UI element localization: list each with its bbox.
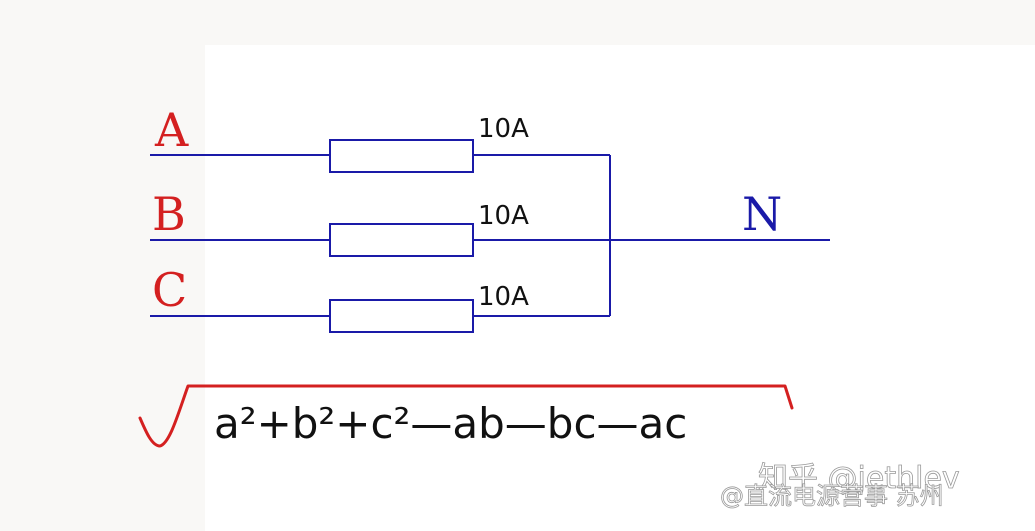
current-label-b: 10A <box>478 201 529 231</box>
phase-label-a: A <box>154 103 189 157</box>
branch-a: A 10A <box>150 103 610 173</box>
neutral-label: N <box>742 187 782 241</box>
branch-b: B 10A <box>150 187 610 257</box>
watermark-line-1: 知乎 @jethlev <box>758 461 960 496</box>
current-label-a: 10A <box>478 114 529 144</box>
radical-sign <box>138 384 794 448</box>
watermark-line-2: @直流电源营事 苏州 <box>720 482 944 510</box>
branch-c: C 10A <box>150 263 610 333</box>
formula-expression: a²+b²+c²—ab—bc—ac <box>214 399 687 448</box>
drawing-area <box>205 45 1035 531</box>
current-label-c: 10A <box>478 282 529 312</box>
phase-label-c: C <box>152 263 187 317</box>
phase-label-b: B <box>152 187 186 241</box>
